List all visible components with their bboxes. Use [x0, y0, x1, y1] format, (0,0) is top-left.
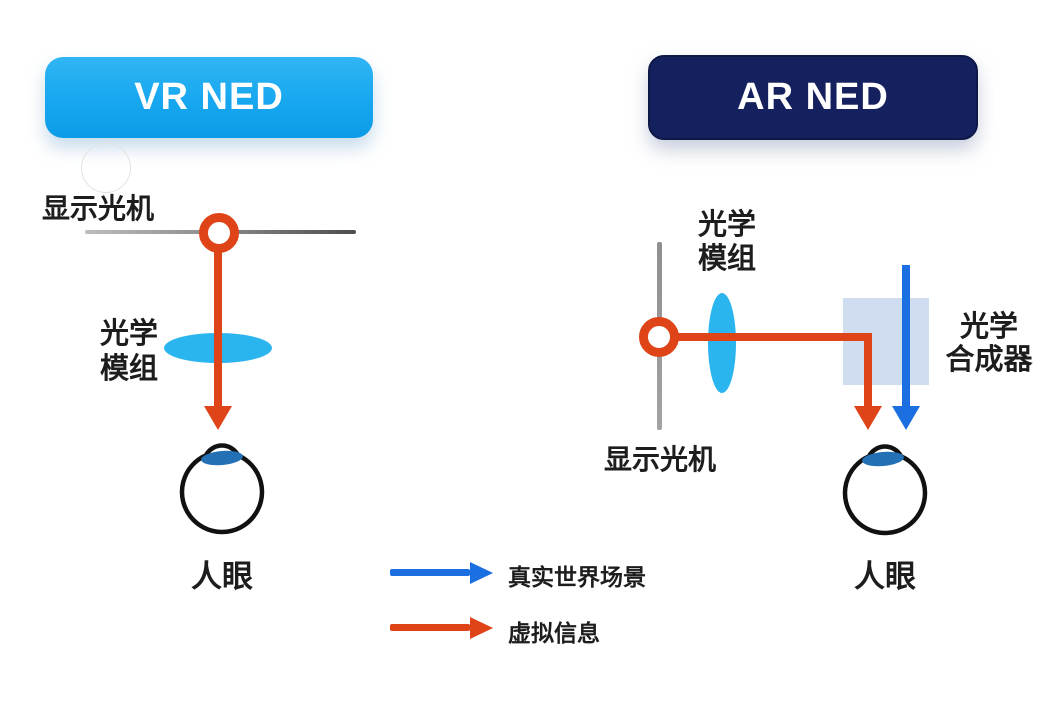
ar-real-light-arrow-shaft: [902, 265, 910, 408]
vr-human-eye-icon: [179, 443, 265, 535]
ar-optical-combiner: [843, 298, 929, 385]
vr-emitter-ring-icon: [199, 213, 239, 253]
legend-real-world-label: 真实世界场景: [508, 564, 646, 590]
ar-lens-icon: [708, 293, 736, 393]
ar-virtual-light-arrow-vshaft: [864, 333, 872, 408]
vr-optics-module-label: 光学模组: [99, 318, 158, 385]
ar-emitter-ring-icon: [639, 317, 679, 357]
vr-down-arrow-icon: [204, 406, 232, 430]
vr-eye-lens: [201, 450, 243, 466]
vr-ned-header: VR NED: [45, 57, 373, 138]
ar-blue-down-arrow-icon: [892, 406, 920, 430]
watermark-circle: [81, 143, 131, 193]
vr-ned-title: VR NED: [134, 76, 284, 118]
ar-human-eye-icon: [842, 444, 928, 536]
ar-optics-module-label: 光学模组: [697, 209, 756, 275]
legend-virtual-info-label: 虚拟信息: [508, 620, 600, 646]
vr-eye-label: 人眼: [191, 559, 253, 594]
legend-red-right-arrow-icon: [470, 617, 493, 639]
ar-combiner-label: 光学合成器: [945, 311, 1033, 376]
legend-red-arrow-shaft: [390, 624, 470, 631]
legend-blue-arrow-shaft: [390, 569, 470, 576]
legend-blue-right-arrow-icon: [470, 562, 493, 584]
ar-eye-lens: [862, 451, 904, 467]
ar-ned-header: AR NED: [648, 55, 978, 140]
ar-display-engine-label: 显示光机: [604, 444, 717, 475]
ar-virtual-light-arrow-hshaft: [677, 333, 872, 341]
vr-virtual-light-arrow-shaft: [214, 251, 222, 408]
vr-eyeball-outline: [179, 443, 265, 535]
ar-ned-title: AR NED: [737, 76, 889, 118]
ar-eyeball-outline: [842, 444, 928, 536]
ar-red-down-arrow-icon: [854, 406, 882, 430]
ar-eye-label: 人眼: [854, 559, 916, 594]
vr-display-engine-label: 显示光机: [42, 193, 155, 224]
